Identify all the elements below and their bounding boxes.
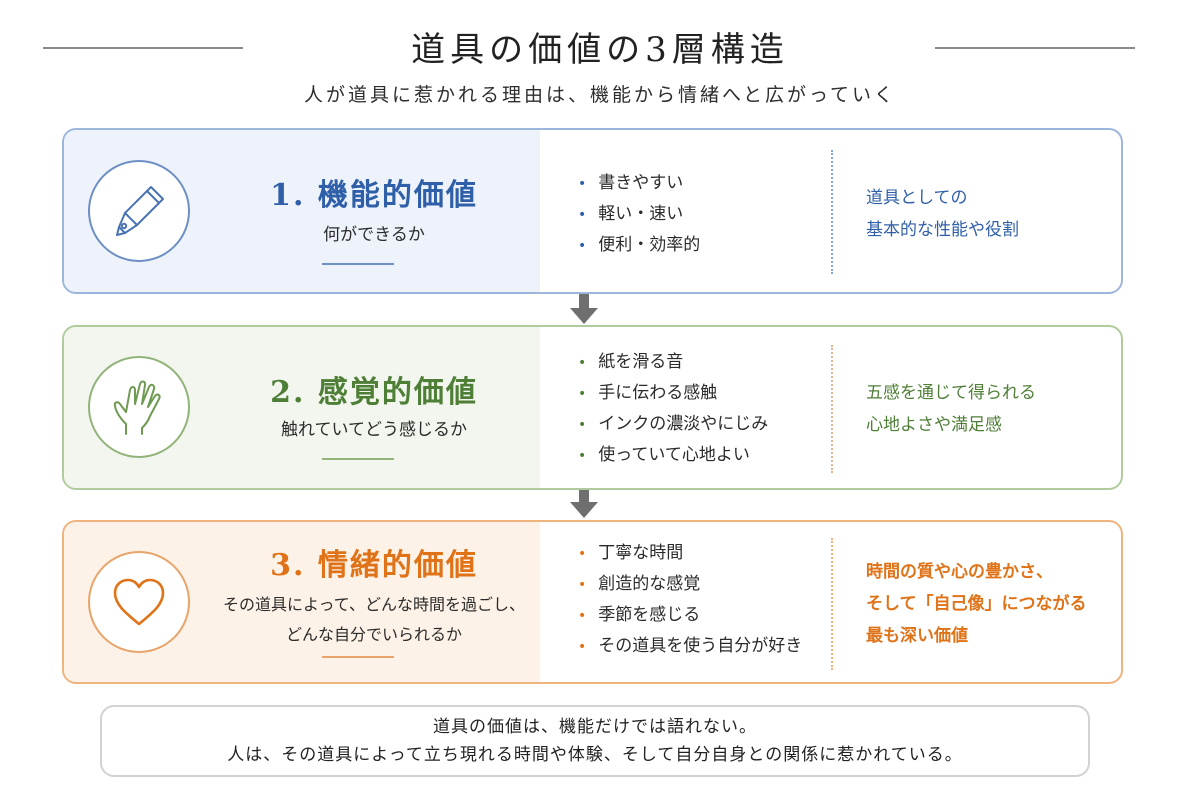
layer-summary: 五感を通じて得られる 心地よさや満足感 [866,377,1116,441]
title-rule-left [43,47,243,49]
bullet-item: 書きやすい [578,168,700,199]
layer-card-sensory: 2. 感覚的価値 触れていてどう感じるか 紙を滑る音 手に伝わる感触 インクの濃… [62,325,1123,490]
title-underline [322,458,394,460]
title-rule-right [935,47,1135,49]
summary-line: 道具としての [866,188,968,208]
question-line: その道具によって、どんな時間を過ごし、 [223,595,525,614]
summary-line: 基本的な性能や役割 [866,220,1019,240]
bullet-item: 丁寧な時間 [578,538,802,569]
layer-title: 2. 感覚的価値 [270,375,478,410]
bullet-item: 軽い・速い [578,199,700,230]
layer-summary: 道具としての 基本的な性能や役割 [866,182,1116,246]
summary-line: 時間の質や心の豊かさ、 [866,562,1053,582]
icon-circle [88,356,190,458]
bullet-item: 紙を滑る音 [578,347,768,378]
footer-line: 人は、その道具によって立ち現れる時間や体験、そして自分自身との関係に惹かれている… [227,745,963,765]
layer-question: 何ができるか [323,225,425,245]
layer-card-functional: 1. 機能的価値 何ができるか 書きやすい 軽い・速い 便利・効率的 道具として… [62,128,1123,294]
layer-question: 触れていてどう感じるか [281,420,467,440]
layer-title: 1. 機能的価値 [270,178,478,213]
question-line: どんな自分でいられるか [285,625,462,644]
layer-bullets: 丁寧な時間 創造的な感覚 季節を感じる その道具を使う自分が好き [578,538,802,662]
title-underline [322,656,394,658]
bullet-item: 便利・効率的 [578,230,700,261]
bullet-item: 創造的な感覚 [578,569,802,600]
heart-icon [113,578,165,626]
page-title: 道具の価値の3層構造 [411,30,789,70]
bullet-item: 季節を感じる [578,600,802,631]
summary-line: 五感を通じて得られる [866,383,1036,403]
down-arrow-icon [570,294,598,324]
icon-circle [88,160,190,262]
bullet-item: インクの濃淡やにじみ [578,409,768,440]
footer-line: 道具の価値は、機能だけでは語れない。 [433,717,757,737]
down-arrow-icon [570,490,598,518]
hand-icon [113,380,161,435]
footer-note: 道具の価値は、機能だけでは語れない。 人は、その道具によって立ち現れる時間や体験… [100,705,1090,777]
summary-line: 最も深い価値 [866,626,968,646]
bullet-item: 使っていて心地よい [578,440,768,471]
dotted-divider [831,538,833,670]
icon-circle [88,551,190,653]
pen-icon [116,186,164,236]
layer-title: 3. 情緒的価値 [270,548,478,583]
layer-question: その道具によって、どんな時間を過ごし、 どんな自分でいられるか [214,590,534,650]
title-underline [322,263,394,265]
page-subtitle: 人が道具に惹かれる理由は、機能から情緒へと広がっていく [303,84,897,106]
dotted-divider [831,345,833,473]
summary-line: 心地よさや満足感 [866,415,1002,435]
bullet-item: その道具を使う自分が好き [578,631,802,662]
layer-bullets: 書きやすい 軽い・速い 便利・効率的 [578,168,700,261]
layer-card-emotional: 3. 情緒的価値 その道具によって、どんな時間を過ごし、 どんな自分でいられるか… [62,520,1123,684]
layer-summary: 時間の質や心の豊かさ、 そして「自己像」につながる 最も深い価値 [866,556,1116,652]
layer-bullets: 紙を滑る音 手に伝わる感触 インクの濃淡やにじみ 使っていて心地よい [578,347,768,471]
dotted-divider [831,150,833,274]
summary-line: そして「自己像」につながる [866,594,1087,614]
bullet-item: 手に伝わる感触 [578,378,768,409]
